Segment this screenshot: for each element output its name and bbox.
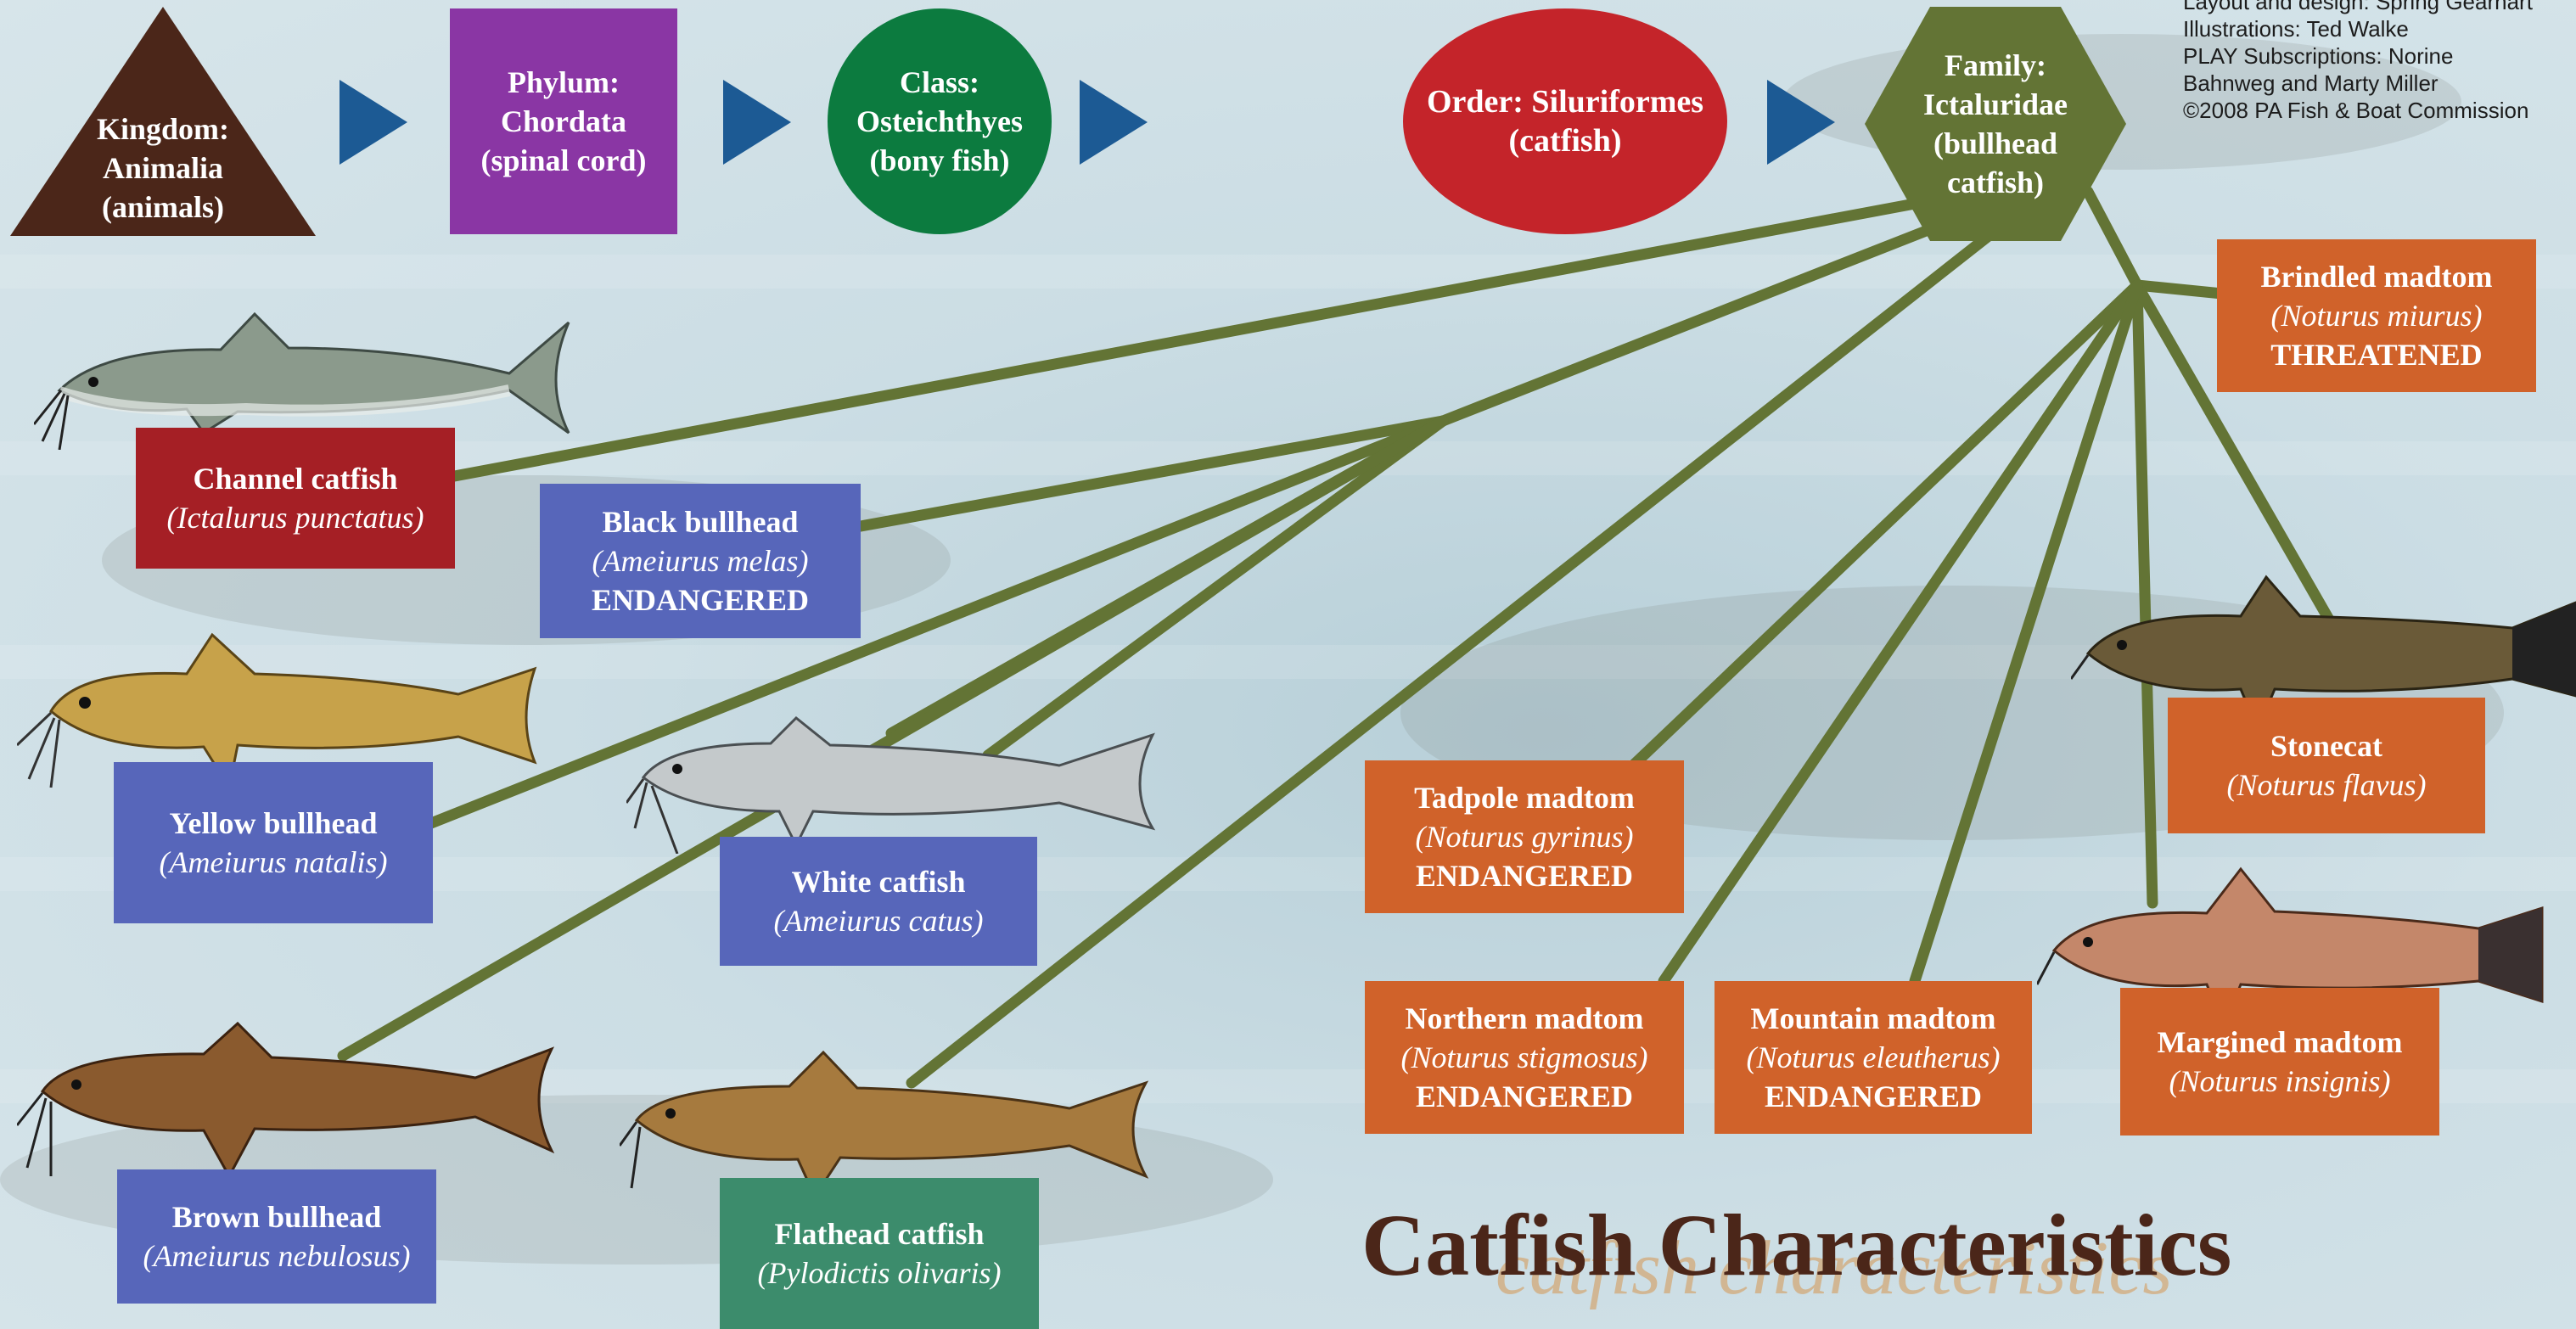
order-node: Order: Siluriformes (catfish) <box>1403 8 1727 234</box>
class-name: Osteichthyes <box>856 104 1023 138</box>
species-label-margined-madtom: Margined madtom (Noturus insignis) <box>2120 988 2439 1136</box>
stonecat-illustration <box>2071 575 2576 733</box>
kingdom-node: Kingdom: Animalia (animals) <box>10 100 316 236</box>
species-status: ENDANGERED <box>1415 859 1634 893</box>
credit-subscriptions: PLAY Subscriptions: Norine <box>2183 43 2454 69</box>
phylum-node: Phylum: Chordata (spinal cord) <box>450 8 677 234</box>
species-label-stonecat: Stonecat (Noturus flavus) <box>2168 698 2485 833</box>
credit-copyright: ©2008 PA Fish & Boat Commission <box>2183 98 2529 123</box>
species-common-name: Brindled madtom <box>2260 260 2493 294</box>
brown-bullhead-illustration <box>17 1021 555 1180</box>
margined-madtom-illustration <box>2037 866 2544 1031</box>
connector-margined <box>2131 279 2158 909</box>
species-label-channel-catfish: Channel catfish (Ictalurus punctatus) <box>136 428 455 569</box>
family-common-1: (bullhead <box>1933 126 2058 160</box>
phylum-title: Phylum: <box>507 65 620 99</box>
characteristics-heading: Catfish Characteristics <box>1361 1197 2232 1294</box>
species-scientific-name: (Noturus stigmosus) <box>1400 1040 1648 1074</box>
order-common: (catfish) <box>1508 123 1622 159</box>
phylum-common: (spinal cord) <box>480 143 647 177</box>
connector-hub-right <box>2082 186 2143 291</box>
connector-hub-left <box>1437 211 1967 427</box>
species-scientific-name: (Noturus flavus) <box>2226 768 2427 802</box>
species-common-name: Channel catfish <box>193 462 398 496</box>
species-status: ENDANGERED <box>1415 1079 1634 1113</box>
flathead-catfish-illustration <box>620 1050 1149 1200</box>
phylum-name: Chordata <box>500 104 626 138</box>
species-status: ENDANGERED <box>1764 1079 1983 1113</box>
species-common-name: Black bullhead <box>602 505 799 539</box>
credit-layout: Layout and design: Spring Gearhart <box>2183 0 2533 14</box>
kingdom-common: (animals) <box>102 190 224 224</box>
species-label-flathead-catfish: Flathead catfish (Pylodictis olivaris) <box>720 1178 1039 1329</box>
species-scientific-name: (Pylodictis olivaris) <box>757 1256 1002 1290</box>
connector-black <box>855 415 1449 532</box>
species-label-yellow-bullhead: Yellow bullhead (Ameiurus natalis) <box>114 762 433 923</box>
species-common-name: Margined madtom <box>2157 1025 2403 1059</box>
connector-brindled <box>2131 279 2228 300</box>
kingdom-title: Kingdom: <box>96 112 230 146</box>
white-catfish-illustration <box>626 715 1156 854</box>
species-common-name: Flathead catfish <box>774 1217 985 1251</box>
species-scientific-name: (Noturus miurus) <box>2270 299 2483 333</box>
species-scientific-name: (Ameiurus melas) <box>592 544 809 578</box>
connector-channel <box>444 198 1921 483</box>
species-scientific-name: (Noturus insignis) <box>2169 1064 2391 1098</box>
species-common-name: Brown bullhead <box>171 1200 382 1234</box>
connector-yellow <box>425 415 1449 829</box>
connector-flathead <box>906 227 1999 1089</box>
yellow-bullhead-illustration <box>17 632 537 791</box>
species-label-mountain-madtom: Mountain madtom (Noturus eleutherus) END… <box>1715 981 2032 1134</box>
species-scientific-name: (Ameiurus natalis) <box>159 845 388 879</box>
connector-mountain <box>1909 279 2143 987</box>
family-name: Ictaluridae <box>1923 87 2068 121</box>
credit-subscriptions-names: Bahnweg and Marty Miller <box>2183 70 2439 96</box>
species-common-name: Yellow bullhead <box>169 806 378 840</box>
species-scientific-name: (Ameiurus nebulosus) <box>143 1239 411 1273</box>
connector-northern <box>1658 279 2143 987</box>
class-common: (bony fish) <box>869 143 1010 177</box>
species-label-black-bullhead: Black bullhead (Ameiurus melas) ENDANGER… <box>540 484 861 638</box>
kingdom-name: Animalia <box>102 151 223 185</box>
species-status: THREATENED <box>2270 338 2483 372</box>
species-label-tadpole-madtom: Tadpole madtom (Noturus gyrinus) ENDANGE… <box>1365 760 1684 913</box>
species-label-brown-bullhead: Brown bullhead (Ameiurus nebulosus) <box>117 1169 436 1304</box>
species-common-name: Mountain madtom <box>1750 1001 1996 1035</box>
species-common-name: White catfish <box>791 865 966 899</box>
connector-tadpole <box>1629 279 2143 770</box>
species-common-name: Stonecat <box>2270 729 2382 763</box>
credit-illustrations: Illustrations: Ted Walke <box>2183 16 2409 42</box>
channel-catfish-illustration <box>34 311 570 450</box>
species-scientific-name: (Ictalurus punctatus) <box>166 501 424 535</box>
class-title: Class: <box>899 65 979 99</box>
connector-brown <box>337 415 1449 1062</box>
species-scientific-name: (Noturus gyrinus) <box>1415 820 1634 854</box>
species-label-brindled-madtom: Brindled madtom (Noturus miurus) THREATE… <box>2217 239 2536 392</box>
species-label-white-catfish: White catfish (Ameiurus catus) <box>720 837 1037 966</box>
species-common-name: Tadpole madtom <box>1414 781 1635 815</box>
characteristics-heading-shadow: catfish characteristics <box>1496 1226 2173 1310</box>
family-title: Family: <box>1945 48 2046 82</box>
species-status: ENDANGERED <box>591 583 810 617</box>
class-node: Class: Osteichthyes (bony fish) <box>828 8 1052 234</box>
species-scientific-name: (Noturus eleutherus) <box>1746 1040 2001 1074</box>
connector-white-b <box>982 415 1449 761</box>
connector-stonecat <box>2131 279 2335 625</box>
species-scientific-name: (Ameiurus catus) <box>773 904 984 938</box>
species-common-name: Northern madtom <box>1405 1001 1644 1035</box>
order-title: Order: Siluriformes <box>1426 84 1704 120</box>
family-common-2: catfish) <box>1947 165 2044 199</box>
species-label-northern-madtom: Northern madtom (Noturus stigmosus) ENDA… <box>1365 981 1684 1134</box>
credits-block: Layout and design: Spring Gearhart Illus… <box>2183 0 2573 124</box>
